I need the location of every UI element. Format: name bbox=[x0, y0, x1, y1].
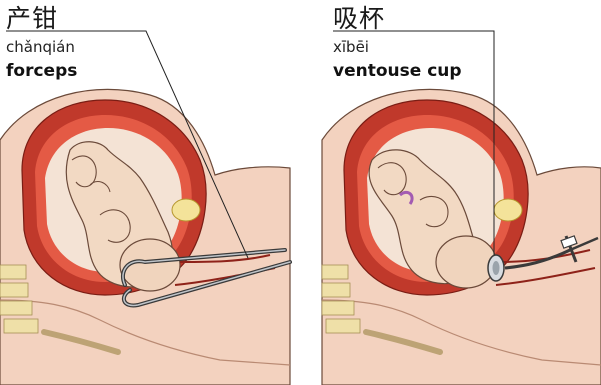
ventouse-fetal-head bbox=[436, 236, 496, 288]
ventouse-bladder bbox=[494, 199, 522, 221]
forceps-illustration bbox=[0, 31, 290, 385]
forceps-bladder bbox=[172, 199, 200, 221]
ventouse-illustration bbox=[322, 31, 601, 385]
